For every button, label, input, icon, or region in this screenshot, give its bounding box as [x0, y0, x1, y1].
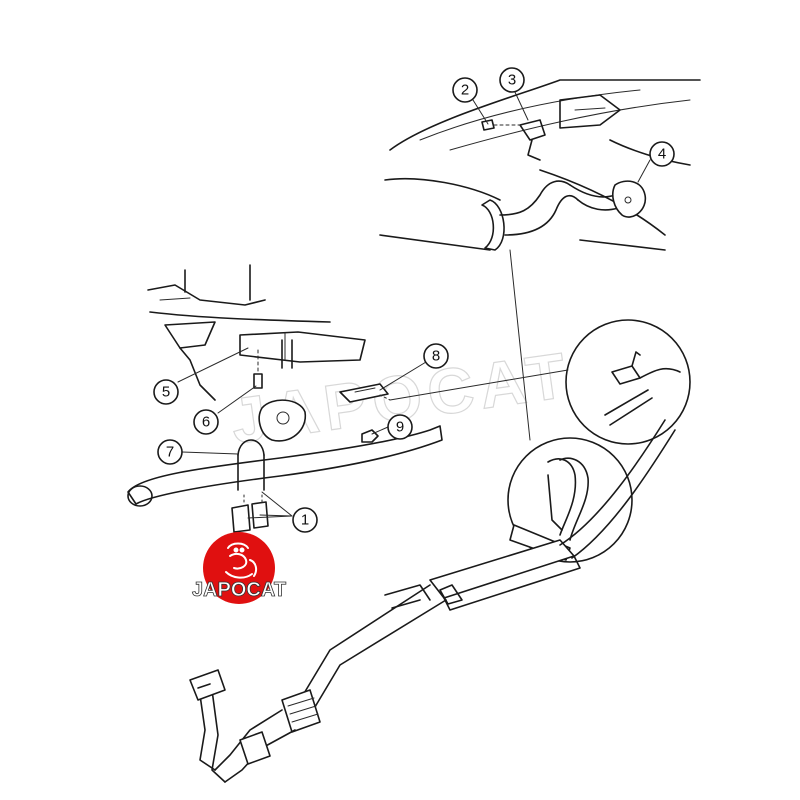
main-exhaust-system	[189, 419, 676, 783]
detail-circle-upper	[565, 319, 691, 445]
leader-lines	[177, 89, 651, 519]
callout-7-label: 7	[166, 444, 174, 461]
top-underbody-view	[379, 79, 701, 251]
callout-4-label: 4	[658, 146, 666, 163]
callout-3-label: 3	[508, 72, 516, 89]
japocat-logo: JAPOCAT	[192, 532, 286, 604]
callout-6: 6	[193, 409, 219, 435]
logo-cat-icon	[225, 542, 258, 579]
callout-9: 9	[387, 414, 413, 440]
logo-text: JAPOCAT	[192, 579, 286, 601]
callout-1: 1	[292, 507, 318, 533]
callout-7: 7	[157, 439, 183, 465]
callout-5: 5	[153, 379, 179, 405]
bracket-detail-view	[127, 264, 443, 533]
callout-8: 8	[423, 343, 449, 369]
callout-2-label: 2	[461, 82, 469, 99]
detail-circle-lower	[507, 437, 633, 563]
callout-5-label: 5	[162, 384, 170, 401]
callout-8-label: 8	[432, 348, 440, 365]
callout-1-label: 1	[301, 512, 309, 529]
callout-4: 4	[649, 141, 675, 167]
callout-2: 2	[452, 77, 478, 103]
callout-6-label: 6	[202, 414, 210, 431]
callout-9-label: 9	[396, 419, 404, 436]
callout-3: 3	[499, 67, 525, 93]
